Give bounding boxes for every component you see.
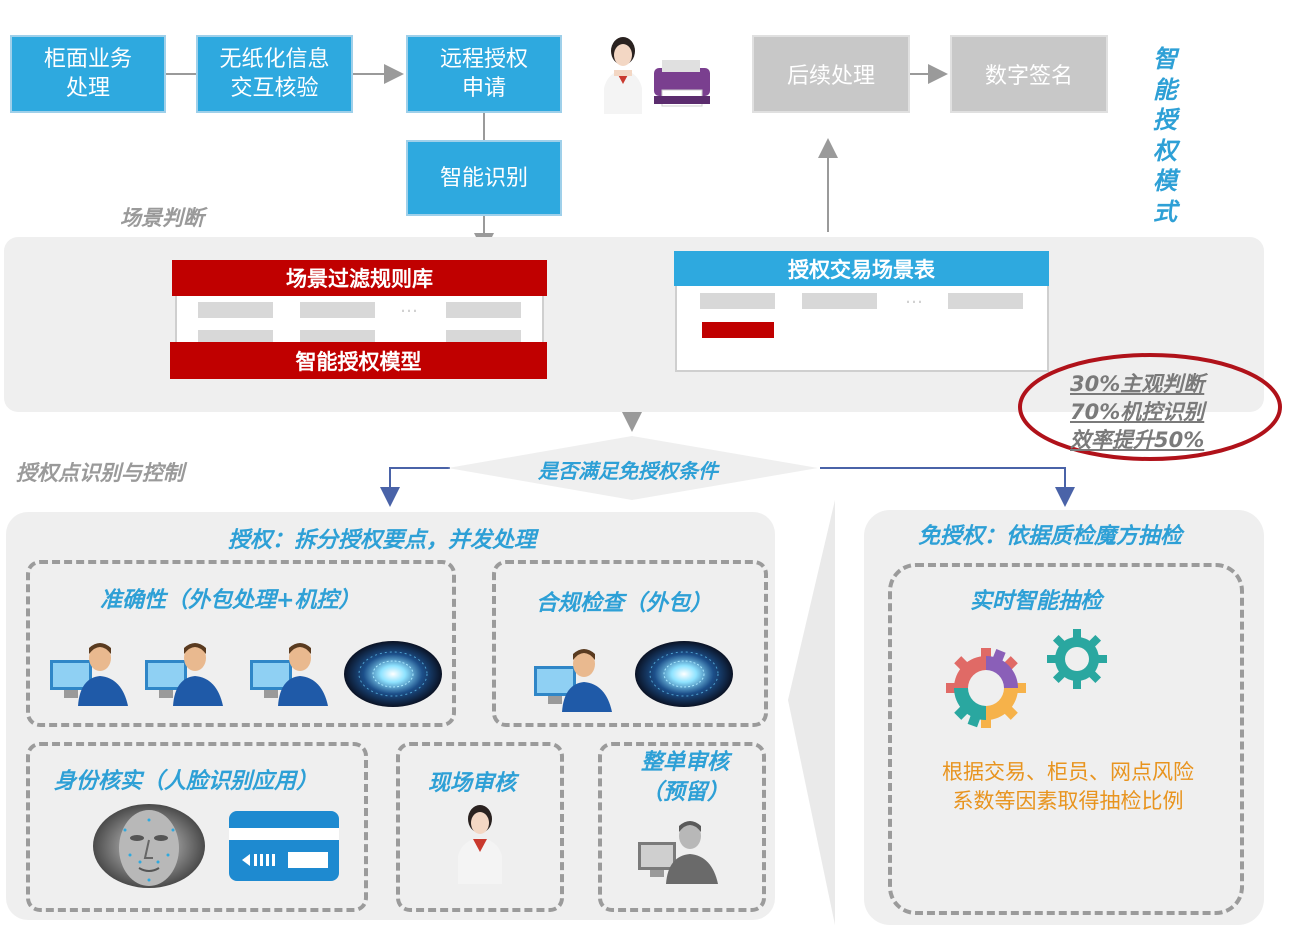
placeholder-row bbox=[198, 302, 273, 318]
placeholder-row bbox=[700, 293, 775, 309]
placeholder-row bbox=[300, 302, 375, 318]
data-tunnel-icon bbox=[635, 641, 733, 707]
face-scan-icon bbox=[93, 804, 205, 888]
filter-rules-bar: 场景过滤规则库 bbox=[172, 260, 547, 296]
scene-judgement-label: 场景判断 bbox=[120, 206, 204, 230]
ellipsis: … bbox=[400, 296, 418, 317]
placeholder-row bbox=[948, 293, 1023, 309]
selected-row bbox=[702, 322, 774, 338]
clerk-icon bbox=[458, 805, 502, 884]
compliance-box bbox=[492, 560, 768, 727]
scene-table-header: 授权交易场景表 bbox=[674, 251, 1049, 286]
auth-panel-title: 授权：拆分授权要点，并发处理 bbox=[228, 528, 537, 553]
stats-ellipse bbox=[1018, 353, 1282, 461]
paperless-verification-box: 无纸化信息 交互核验 bbox=[196, 35, 353, 113]
smart-recognition-box: 智能识别 bbox=[406, 140, 562, 216]
accuracy-box bbox=[26, 560, 456, 727]
clerk-printer-icon bbox=[604, 37, 710, 114]
operator-computer-icon bbox=[50, 643, 128, 706]
reserved-operator-icon bbox=[638, 821, 718, 884]
realtime-box bbox=[888, 563, 1244, 915]
whole-review-box bbox=[598, 742, 766, 912]
realtime-title: 实时智能抽检 bbox=[970, 589, 1103, 614]
identity-box bbox=[26, 742, 368, 912]
auth-model-bar: 智能授权模型 bbox=[170, 342, 547, 379]
remote-auth-request-box: 远程授权 申请 bbox=[406, 35, 562, 113]
accuracy-title: 准确性（外包处理+机控） bbox=[100, 588, 361, 613]
smart-auth-mode-title: 智能授 权模式 bbox=[1153, 45, 1177, 226]
sampling-description: 根据交易、柜员、网点风险 系数等因素取得抽检比例 bbox=[942, 760, 1194, 813]
decision-label: 是否满足免授权条件 bbox=[538, 459, 718, 483]
counter-business-box: 柜面业务 处理 bbox=[10, 35, 166, 113]
digital-signature-box: 数字签名 bbox=[950, 35, 1108, 113]
clerk-icon bbox=[604, 37, 642, 114]
placeholder-row bbox=[446, 302, 521, 318]
operator-computer-icon bbox=[534, 649, 612, 712]
compliance-title: 合规检查（外包） bbox=[536, 591, 713, 616]
printer-icon bbox=[654, 60, 710, 107]
exempt-panel bbox=[864, 510, 1264, 925]
gear-icon bbox=[946, 648, 1026, 728]
identity-title: 身份核实（人脸识别应用） bbox=[54, 769, 319, 794]
placeholder-row bbox=[802, 293, 877, 309]
onsite-title: 现场审核 bbox=[428, 771, 517, 796]
gear-icon bbox=[1047, 629, 1107, 689]
data-tunnel-icon bbox=[344, 641, 442, 707]
operator-computer-icon bbox=[250, 643, 328, 706]
exempt-panel-title: 免授权：依据质检魔方抽检 bbox=[918, 524, 1183, 549]
ellipsis: … bbox=[905, 287, 923, 308]
follow-up-box: 后续处理 bbox=[752, 35, 910, 113]
onsite-box bbox=[396, 742, 564, 912]
auth-point-label: 授权点识别与控制 bbox=[16, 461, 184, 485]
operator-computer-icon bbox=[145, 643, 223, 706]
whole-review-title: 整单审核 （预留） bbox=[640, 750, 729, 805]
bank-card-icon bbox=[229, 811, 339, 881]
